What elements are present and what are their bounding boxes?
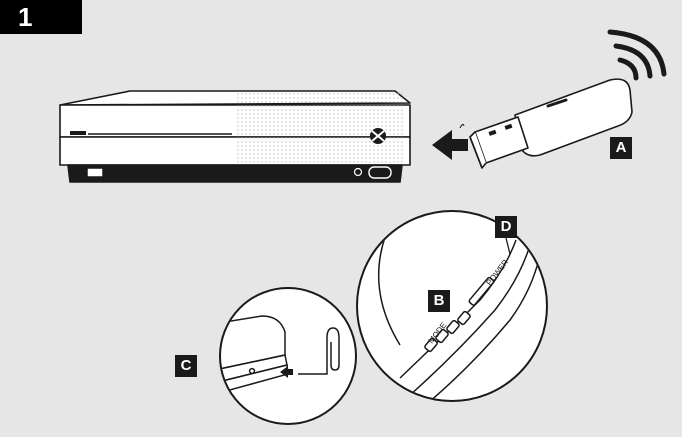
reset-pin-zoom-circle [219, 287, 357, 425]
small-arrow-left-icon [280, 366, 293, 378]
callout-a: A [610, 137, 632, 159]
paperclip-icon [298, 327, 340, 375]
wireless-adapter [469, 78, 633, 169]
controller-zoom-circle [356, 210, 548, 402]
step-number-badge: 1 [0, 0, 82, 34]
callout-b: B [428, 290, 450, 312]
console-vent-grille [235, 92, 405, 164]
callout-d: D [495, 216, 517, 238]
adapter-indicator-mark [459, 123, 465, 129]
console-sync-button [353, 167, 363, 177]
wireless-signal-icon [607, 29, 667, 81]
arrow-left-icon [432, 130, 468, 160]
console-ir-receiver [368, 166, 392, 179]
adapter-pair-button [546, 98, 568, 108]
xbox-logo-icon [370, 128, 386, 144]
callout-c: C [175, 355, 197, 377]
disc-slot [70, 131, 232, 135]
console-usb-port [87, 168, 103, 177]
adapter-connector-holes [488, 123, 513, 136]
